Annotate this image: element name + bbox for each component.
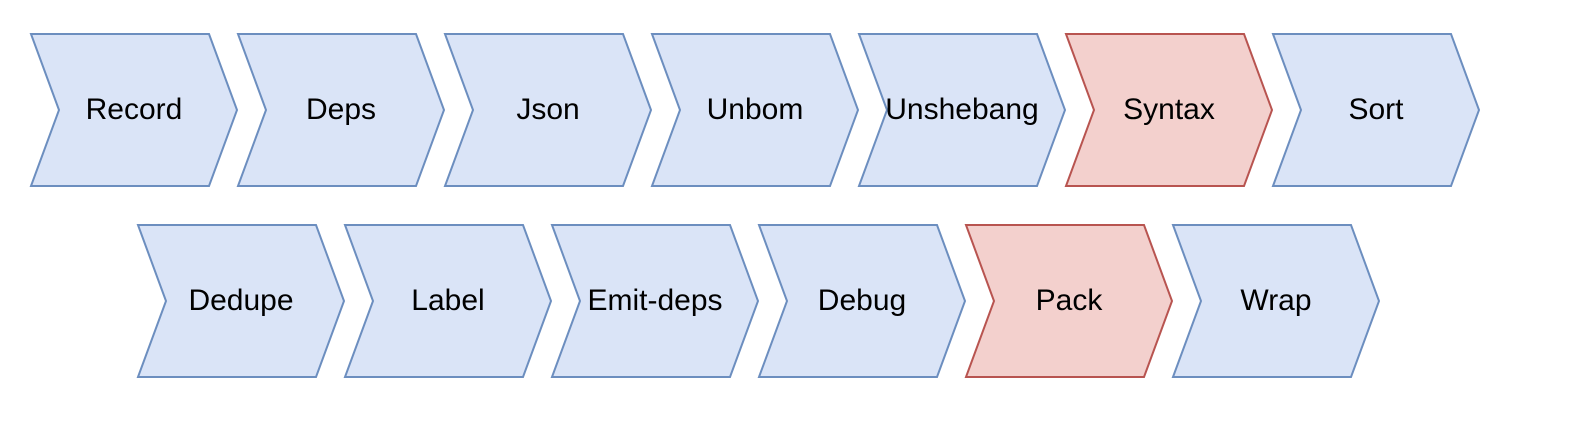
chevron-pack[interactable] (964, 224, 1174, 378)
chevron-debug[interactable] (757, 224, 967, 378)
chevron-wrap[interactable] (1171, 224, 1381, 378)
chevron-dedupe[interactable] (136, 224, 346, 378)
chevron-syntax[interactable] (1064, 33, 1274, 187)
chevron-label[interactable] (343, 224, 553, 378)
chevron-unshebang[interactable] (857, 33, 1067, 187)
chevron-json[interactable] (443, 33, 653, 187)
chevron-deps[interactable] (236, 33, 446, 187)
chevron-record[interactable] (29, 33, 239, 187)
chevron-unbom[interactable] (650, 33, 860, 187)
chevron-sort[interactable] (1271, 33, 1481, 187)
chevron-emit-deps[interactable] (550, 224, 760, 378)
